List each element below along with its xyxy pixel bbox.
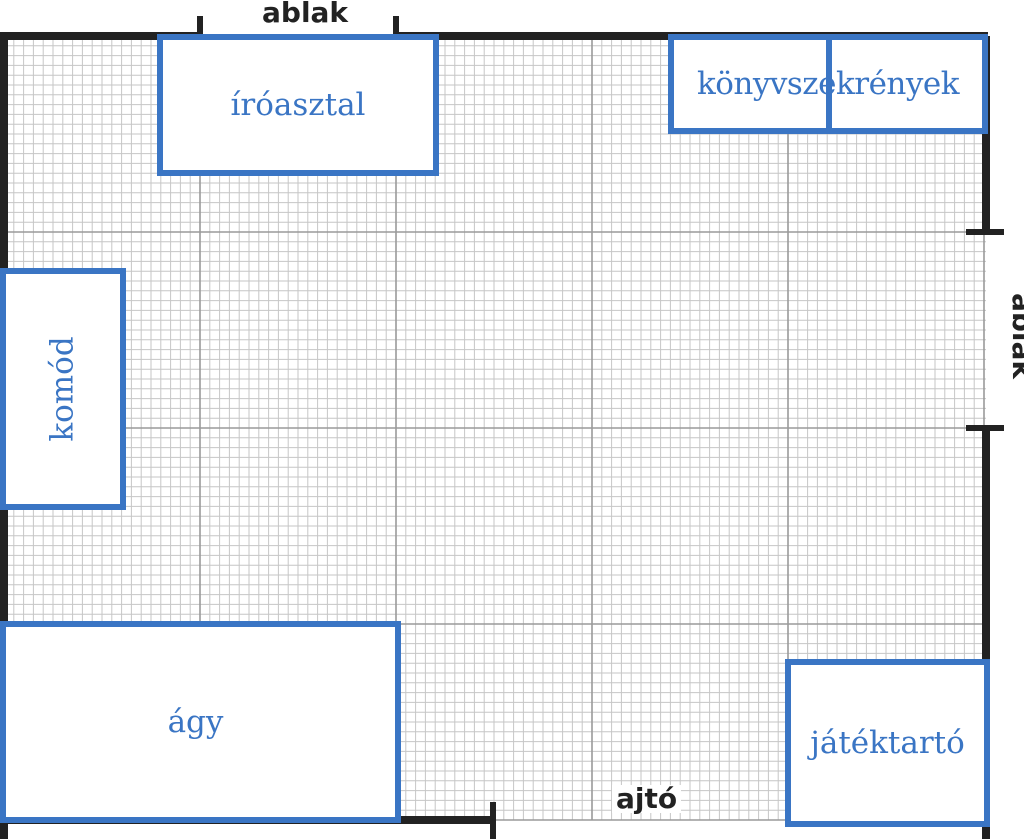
door-label: ajtó: [612, 785, 682, 813]
bookcase-right: [826, 34, 988, 134]
bed: ágy: [0, 621, 401, 823]
bed-label: ágy: [167, 704, 224, 740]
desk: íróasztal: [157, 34, 439, 176]
desk-label: íróasztal: [230, 87, 366, 123]
toy-holder-label: játéktartó: [810, 725, 965, 761]
dresser: komód: [0, 268, 126, 510]
right-window-label: ablak: [1006, 290, 1024, 382]
dresser-label: komód: [44, 336, 81, 442]
toy-holder: játéktartó: [785, 659, 990, 827]
bookcase-left: [668, 34, 832, 134]
top-window-label: ablak: [262, 0, 349, 29]
